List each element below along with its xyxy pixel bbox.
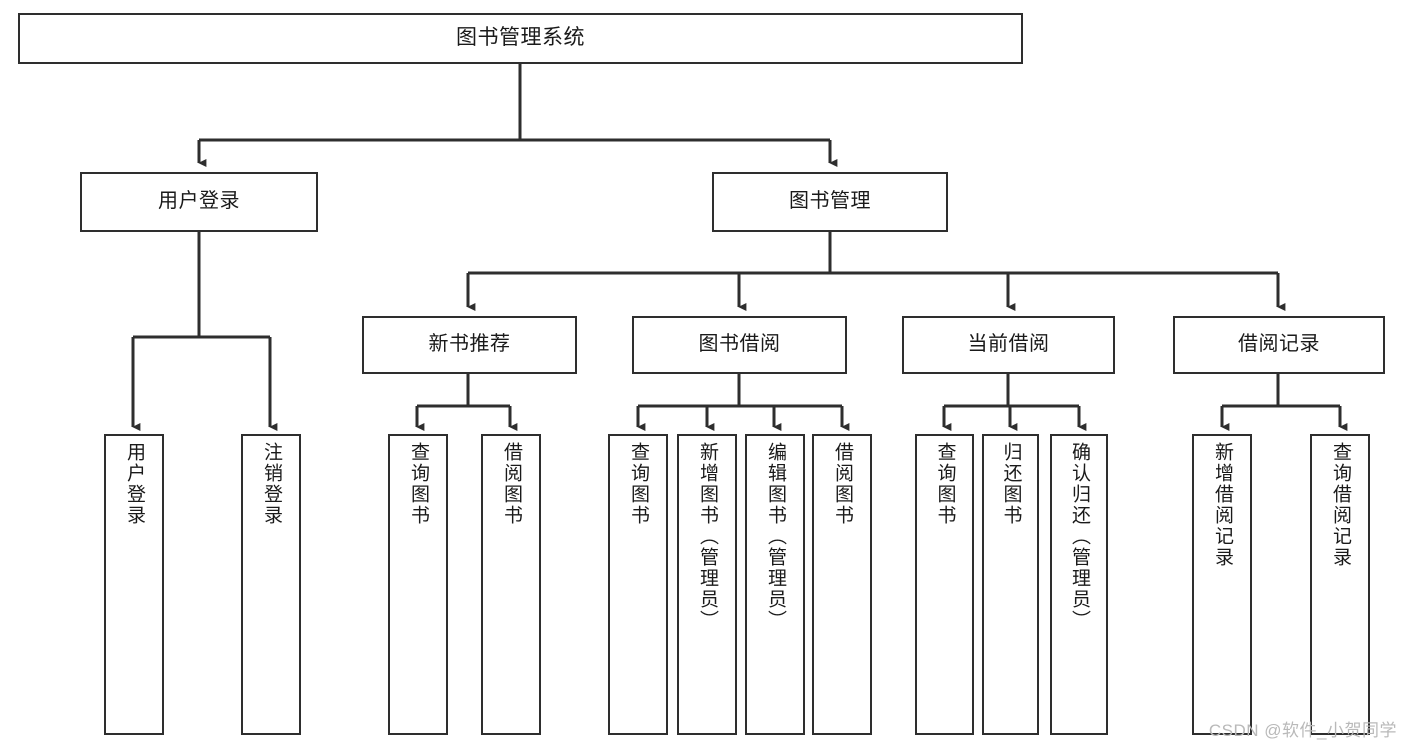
node-label: 注销登录	[260, 442, 282, 526]
node-label: 查询借阅记录	[1329, 442, 1351, 568]
node-leaf-query-borrow-record[interactable]: 查询借阅记录	[1310, 434, 1370, 735]
node-current-borrow[interactable]: 当前借阅	[902, 316, 1115, 374]
node-borrow-record[interactable]: 借阅记录	[1173, 316, 1385, 374]
node-label: 查询图书	[407, 442, 429, 526]
csdn-watermark: CSDN @软件_小贺同学	[1208, 721, 1397, 740]
node-label: 查询图书	[627, 442, 649, 526]
node-label: 新书推荐	[428, 333, 511, 356]
node-label: 编辑图书（管理员）	[764, 442, 786, 631]
node-leaf-confirm-return-admin[interactable]: 确认归还（管理员）	[1050, 434, 1108, 735]
node-leaf-logout[interactable]: 注销登录	[241, 434, 301, 735]
node-leaf-query-book-borrow[interactable]: 查询图书	[608, 434, 668, 735]
node-label: 借阅图书	[500, 442, 522, 526]
node-label: 图书管理	[789, 190, 871, 213]
node-label: 图书管理系统	[456, 26, 585, 50]
node-leaf-user-login[interactable]: 用户登录	[104, 434, 164, 735]
node-user-login[interactable]: 用户登录	[80, 172, 318, 232]
node-leaf-return-book[interactable]: 归还图书	[982, 434, 1039, 735]
node-label: 用户登录	[158, 190, 240, 213]
node-leaf-borrow-book-recommend[interactable]: 借阅图书	[481, 434, 541, 735]
node-leaf-query-book-current[interactable]: 查询图书	[915, 434, 974, 735]
node-label: 借阅记录	[1238, 333, 1320, 356]
node-leaf-borrow-book-borrow[interactable]: 借阅图书	[812, 434, 872, 735]
node-label: 新增借阅记录	[1211, 442, 1233, 568]
node-leaf-add-borrow-record[interactable]: 新增借阅记录	[1192, 434, 1252, 735]
node-label: 用户登录	[123, 442, 145, 526]
node-label: 图书借阅	[698, 333, 781, 356]
node-root-system[interactable]: 图书管理系统	[18, 13, 1023, 64]
node-label: 归还图书	[1000, 442, 1022, 526]
node-label: 当前借阅	[967, 333, 1050, 356]
node-label: 确认归还（管理员）	[1068, 442, 1090, 631]
node-leaf-query-book-recommend[interactable]: 查询图书	[388, 434, 448, 735]
node-leaf-add-book-admin[interactable]: 新增图书（管理员）	[677, 434, 737, 735]
node-label: 查询图书	[934, 442, 956, 526]
node-label: 借阅图书	[831, 442, 853, 526]
node-label: 新增图书（管理员）	[696, 442, 718, 631]
node-book-management[interactable]: 图书管理	[712, 172, 948, 232]
node-leaf-edit-book-admin[interactable]: 编辑图书（管理员）	[745, 434, 805, 735]
node-book-borrow[interactable]: 图书借阅	[632, 316, 847, 374]
node-new-book-recommend[interactable]: 新书推荐	[362, 316, 577, 374]
